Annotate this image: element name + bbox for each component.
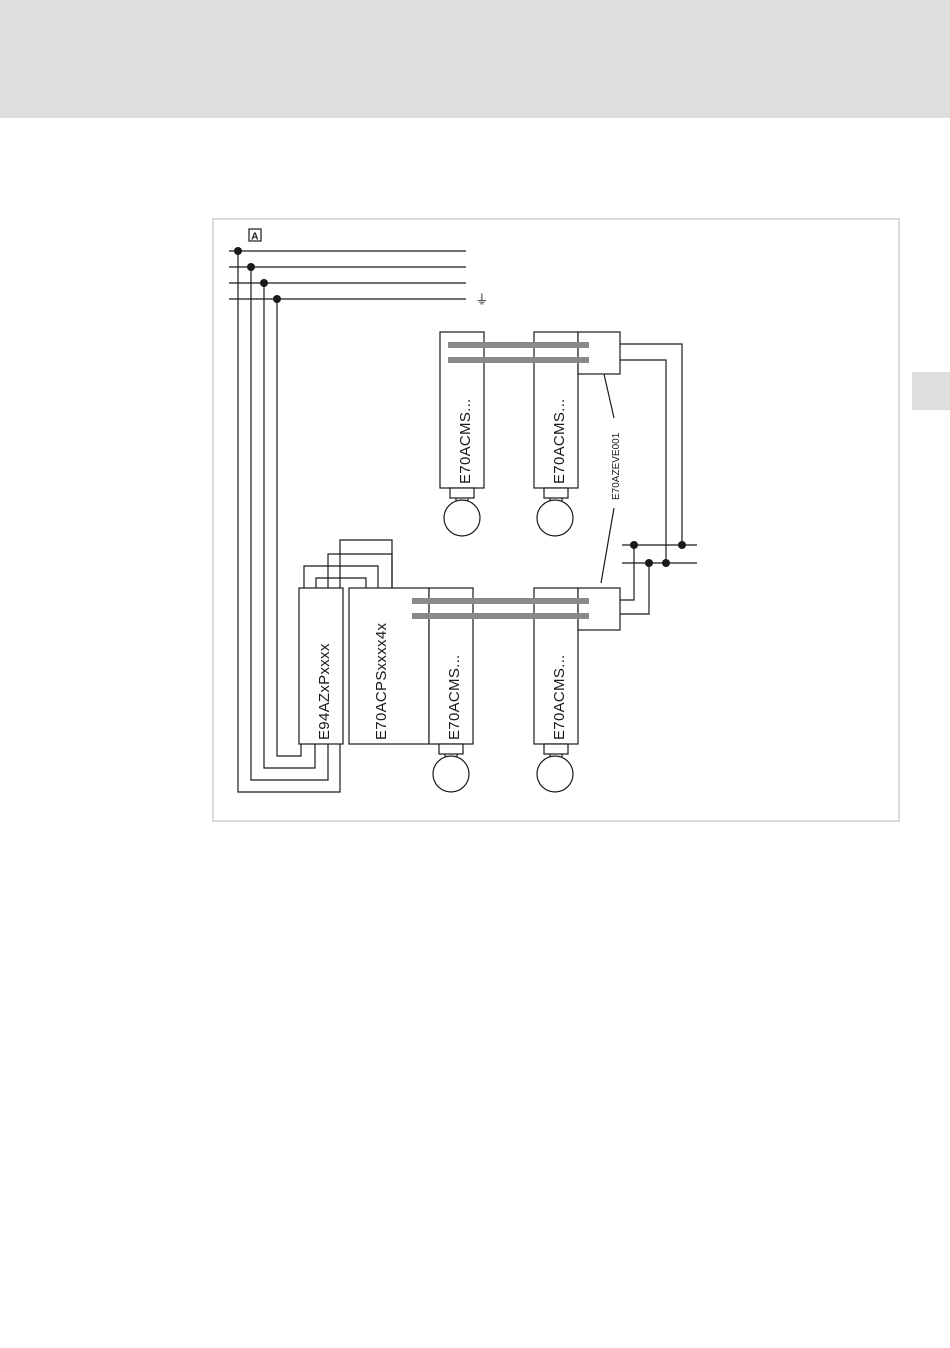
bus-connector-box: [578, 588, 620, 630]
leader-line: [604, 374, 614, 418]
lower-axis-left-label: E70ACMS...: [446, 654, 463, 740]
motor-icon: [433, 756, 469, 792]
upper-dc-bus-bar: [448, 342, 589, 348]
upper-dc-bus-bar: [448, 357, 589, 363]
junction-dot: [662, 559, 670, 567]
dc-link-wiring: [620, 344, 697, 614]
supply-module-label: E94AZxPxxxx: [316, 643, 333, 740]
lower-dc-bus-bar: [412, 613, 589, 619]
upper-axis-left-label: E70ACMS...: [457, 398, 474, 484]
lower-axis-right-label: E70ACMS...: [551, 654, 568, 740]
junction-dot: [645, 559, 653, 567]
motor-icon: [537, 500, 573, 536]
power-supply-label: E70ACPSxxxx4x: [373, 623, 390, 740]
motor-icon: [537, 756, 573, 792]
junction-dot: [630, 541, 638, 549]
legend-marker-label: A: [251, 232, 259, 243]
bus-connector-box: [578, 332, 620, 374]
connector-label: E70AZEVE001: [611, 432, 622, 500]
leader-line: [601, 508, 614, 583]
junction-dot: [678, 541, 686, 549]
upper-axis-right-label: E70ACMS...: [551, 398, 568, 484]
lower-dc-bus-bar: [412, 598, 589, 604]
motor-icon: [444, 500, 480, 536]
earth-icon: ⏚: [475, 292, 488, 307]
